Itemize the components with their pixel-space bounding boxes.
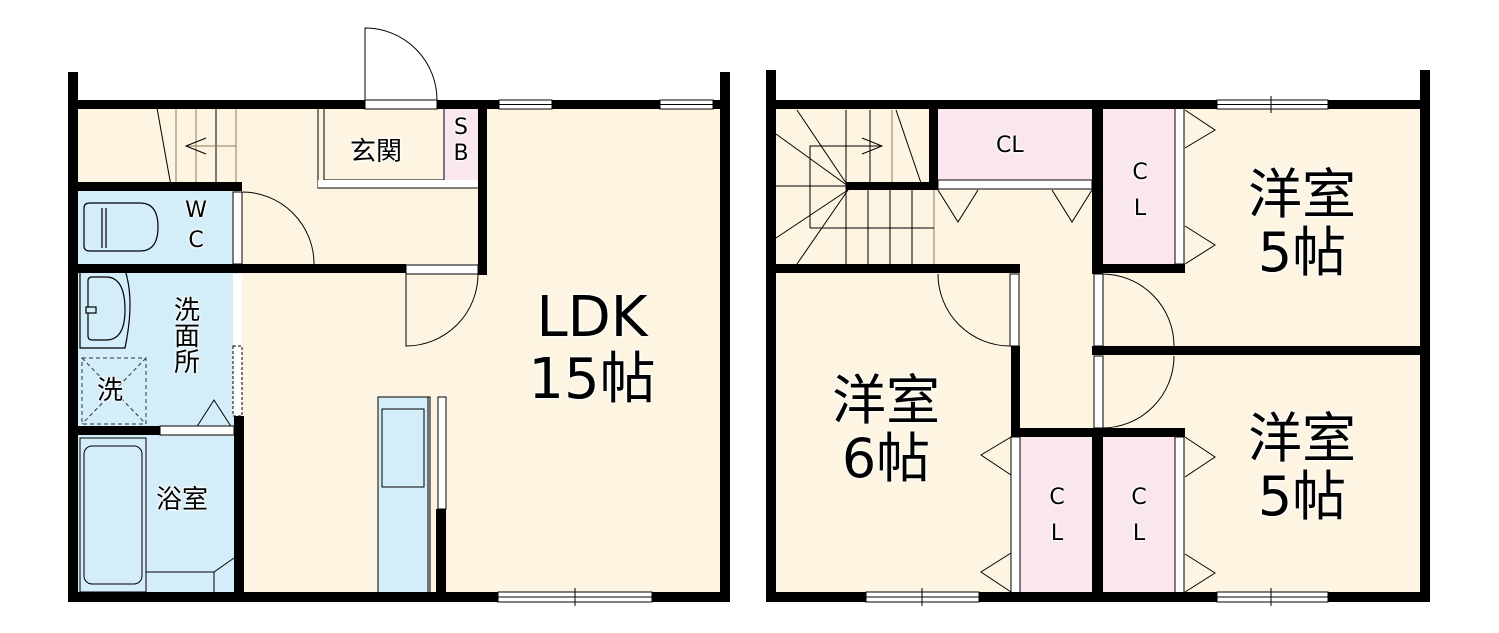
ldk-size: 15帖 <box>528 347 656 412</box>
walls-1f <box>68 72 730 602</box>
ldk-label: LDK 15帖 <box>512 290 672 408</box>
bedroom-se-label: 洋室 5帖 <box>1248 407 1356 528</box>
bedroom-ne-label: 洋室 5帖 <box>1248 163 1356 284</box>
ldk-floor <box>485 108 725 594</box>
toilet-icon <box>83 202 159 252</box>
stairs-1f <box>156 107 237 187</box>
washbasin-icon <box>79 269 131 349</box>
closet-se-label: C L <box>1131 485 1147 546</box>
walls-2f <box>766 70 1430 602</box>
closet-ne-label: C L <box>1132 160 1148 221</box>
washer-label: 洗 <box>97 376 124 406</box>
bathtub-icon <box>79 437 235 593</box>
kitchen-counter <box>377 396 447 594</box>
door-swings-1f <box>241 27 479 347</box>
entrance-label: 玄関 <box>350 137 403 167</box>
floor-1 <box>68 27 730 606</box>
closet-sw <box>1020 437 1092 594</box>
closet-top <box>938 108 1092 180</box>
washroom-label: 洗 面 所 <box>173 296 200 378</box>
closet-doors-2f <box>937 109 1216 593</box>
bedroom-w-label: 洋室 6帖 <box>832 369 940 490</box>
windows-1f <box>497 99 714 606</box>
closet-sw-label: C L <box>1049 485 1065 546</box>
door-swings-2f <box>937 273 1175 429</box>
washer-icon <box>81 357 147 425</box>
toilet-label: W C <box>185 198 207 253</box>
shoe-box <box>444 108 478 180</box>
closet-ne <box>1103 108 1175 264</box>
bathroom-label: 浴室 <box>156 485 209 515</box>
windows-2f <box>865 96 1329 606</box>
shoe-box-label: S B <box>453 115 469 166</box>
entrance-floor <box>318 108 446 186</box>
closet-top-label: CL <box>996 133 1024 158</box>
ldk-west-floor <box>238 186 488 594</box>
closet-se <box>1103 437 1175 594</box>
floor-2 <box>766 70 1430 606</box>
ldk-name: LDK <box>536 285 648 350</box>
